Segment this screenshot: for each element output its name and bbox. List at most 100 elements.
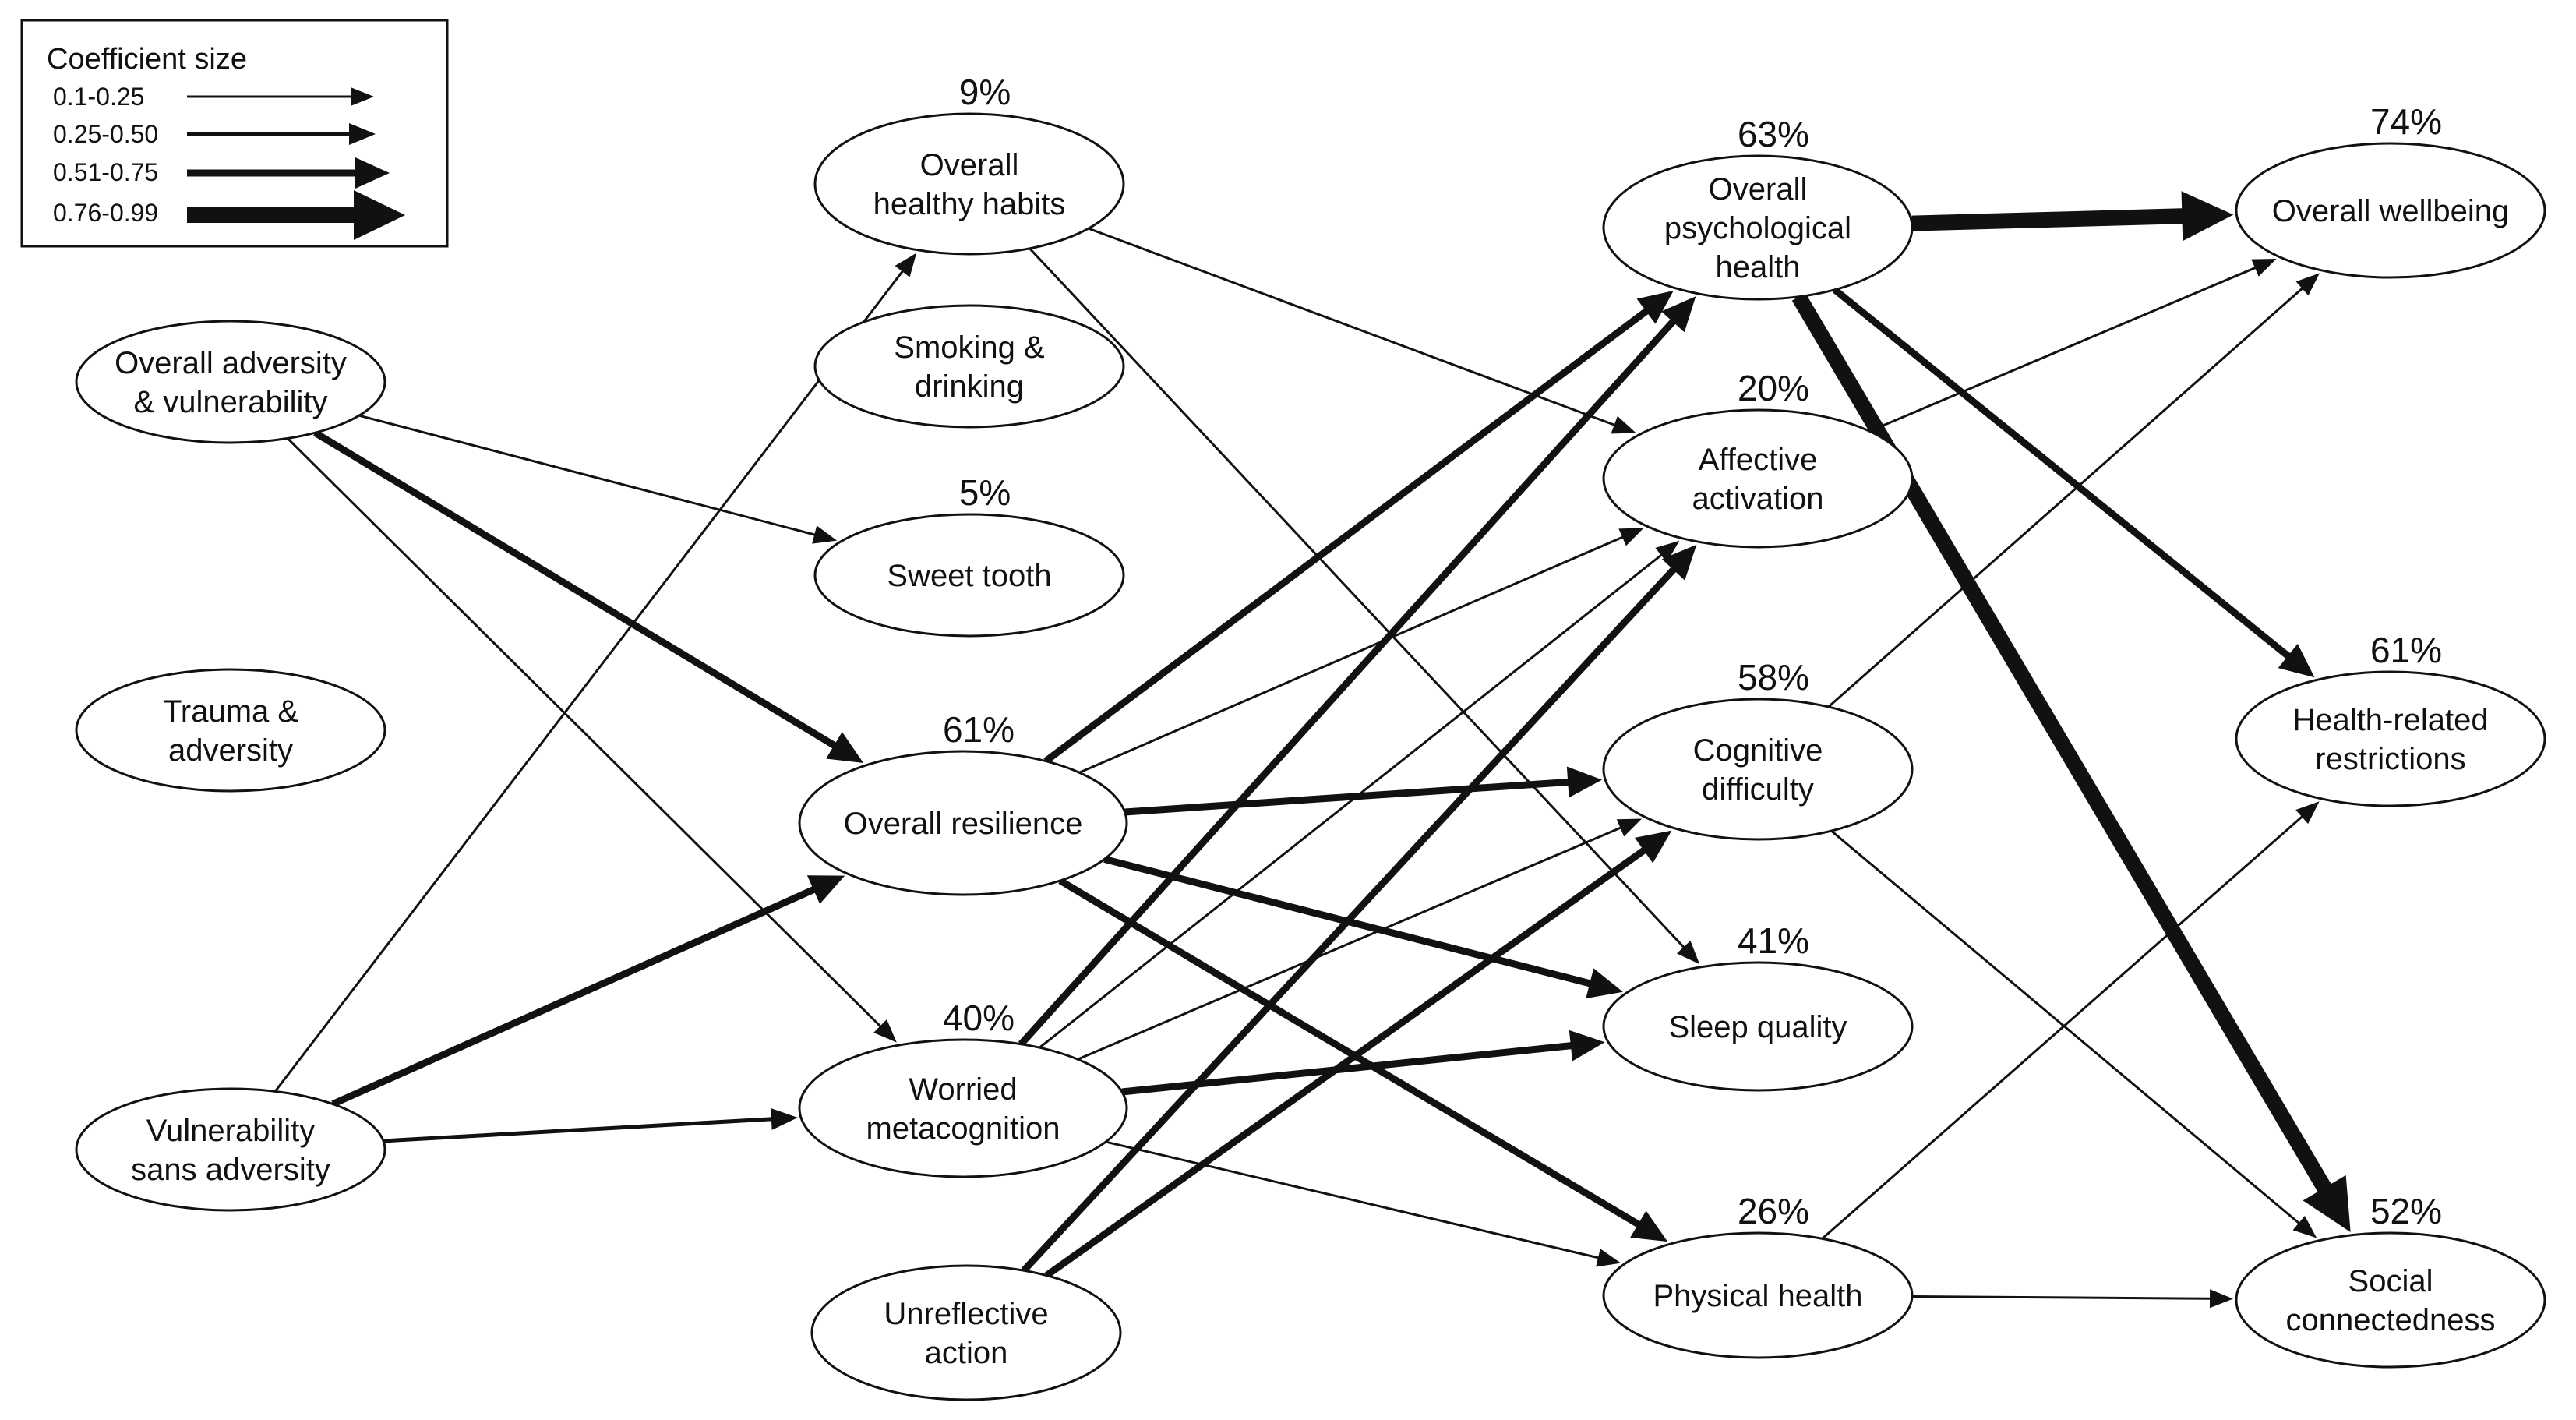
edge-habits-to-affect <box>1088 227 1636 434</box>
edge-adv_vuln-to-sweet <box>358 414 838 544</box>
edge-arrowhead <box>2278 643 2315 678</box>
legend-arrow <box>187 87 374 106</box>
node-label: Affective <box>1699 443 1818 477</box>
edge-arrowhead <box>1676 941 1700 965</box>
node-ellipse <box>75 1087 386 1212</box>
node-label: Social <box>2348 1264 2433 1298</box>
edge-cog-to-social <box>1830 829 2317 1238</box>
node-ellipse <box>2235 142 2546 279</box>
node-ellipse <box>1602 1231 1914 1359</box>
node-label: difficulty <box>1702 772 1814 807</box>
legend-item: 0.25-0.50 <box>53 120 376 148</box>
node-sleep: Sleep quality 41% <box>1602 920 1914 1092</box>
edge-arrowhead <box>2303 1175 2351 1232</box>
node-label: adversity <box>168 733 293 768</box>
node-ellipse <box>798 750 1128 896</box>
edge-arrowhead <box>2251 259 2277 277</box>
node-label: Overall resilience <box>844 807 1083 841</box>
node-ellipse <box>813 304 1125 429</box>
node-label: health <box>1716 250 1801 284</box>
node-label: metacognition <box>866 1111 1060 1146</box>
edge-line <box>331 885 817 1107</box>
edge-line <box>1105 1140 1600 1259</box>
variance-explained-label: 9% <box>959 72 1011 112</box>
variance-explained-label: 40% <box>943 998 1015 1038</box>
legend-item-label: 0.51-0.75 <box>53 158 158 186</box>
node-ellipse <box>1602 698 1914 841</box>
edge-line <box>1832 287 2292 660</box>
edge-arrowhead <box>812 525 838 544</box>
node-label: connectedness <box>2285 1303 2495 1337</box>
node-trauma: Trauma & adversity <box>75 668 386 793</box>
legend-item: 0.76-0.99 <box>53 190 405 240</box>
node-label: Sleep quality <box>1668 1010 1847 1044</box>
edge-arrowhead <box>2209 1289 2234 1309</box>
edge-arrowhead <box>2295 801 2320 825</box>
legend-item-label: 0.76-0.99 <box>53 199 158 227</box>
variance-explained-label: 20% <box>1738 368 1809 408</box>
node-label: Overall adversity <box>115 346 347 380</box>
edge-arrowhead <box>1611 415 1636 434</box>
node-label: activation <box>1692 482 1824 516</box>
edge-worried-to-phys <box>1105 1140 1621 1267</box>
node-label: restrictions <box>2315 742 2465 776</box>
node-label: Health-related <box>2292 703 2488 737</box>
edge-line <box>1043 307 1650 765</box>
edge-vuln_sans-to-habits <box>273 253 917 1093</box>
node-ellipse <box>75 668 386 793</box>
edge-arrowhead <box>1616 818 1643 837</box>
edge-vuln_sans-to-worried <box>383 1107 798 1143</box>
node-label: sans adversity <box>131 1153 330 1187</box>
edge-resil-to-phys <box>1058 878 1668 1242</box>
edge-resil-to-cog <box>1124 766 1603 816</box>
node-label: Worried <box>909 1072 1017 1107</box>
edge-vuln_sans-to-resil <box>331 875 845 1107</box>
variance-explained-label: 58% <box>1738 657 1809 698</box>
node-ellipse <box>798 1038 1128 1178</box>
node-ellipse <box>1602 961 1914 1092</box>
edge-arrowhead <box>1596 1249 1621 1267</box>
edge-arrowhead <box>349 123 376 145</box>
edge-habits-to-sleep <box>1029 247 1700 965</box>
edge-arrowhead <box>806 875 845 904</box>
edge-worried-to-psych <box>1018 296 1696 1047</box>
edge-resil-to-psych <box>1043 291 1674 765</box>
legend-item: 0.1-0.25 <box>53 83 374 111</box>
node-affect: Affective activation 20% <box>1602 368 1914 549</box>
edge-arrowhead <box>826 732 864 764</box>
legend-item-label: 0.1-0.25 <box>53 83 144 111</box>
edge-line <box>313 429 838 750</box>
edge-arrowhead <box>1635 830 1672 864</box>
node-label: & vulnerability <box>133 385 327 419</box>
variance-explained-label: 26% <box>1738 1191 1809 1231</box>
edge-arrowhead <box>2292 1216 2317 1238</box>
edge-arrowhead <box>1586 968 1623 999</box>
node-ellipse <box>1602 408 1914 549</box>
node-label: Trauma & <box>163 694 298 729</box>
node-label: Unreflective <box>884 1297 1048 1331</box>
legend-arrow <box>187 190 405 240</box>
edge-arrowhead <box>1661 296 1696 333</box>
edge-affect-to-wellb <box>1868 259 2277 433</box>
edge-arrowhead <box>2295 273 2320 296</box>
node-adv-vuln: Overall adversity & vulnerability <box>75 320 386 444</box>
edge-line <box>1044 846 1647 1279</box>
edge-line <box>1021 566 1678 1273</box>
legend-title: Coefficient size <box>47 43 247 76</box>
edge-arrowhead <box>1655 540 1680 563</box>
node-label: healthy habits <box>873 187 1066 221</box>
edge-phys-to-social <box>1911 1289 2234 1309</box>
edge-arrowhead <box>355 157 390 189</box>
variance-explained-label: 41% <box>1738 920 1809 961</box>
edge-cog-to-wellb <box>1827 273 2320 708</box>
node-worried: Worried metacognition 40% <box>798 998 1128 1178</box>
edge-line <box>1077 826 1622 1061</box>
edge-arrowhead <box>873 1019 897 1043</box>
edge-line <box>1830 829 2301 1225</box>
variance-explained-label: 61% <box>943 709 1015 750</box>
